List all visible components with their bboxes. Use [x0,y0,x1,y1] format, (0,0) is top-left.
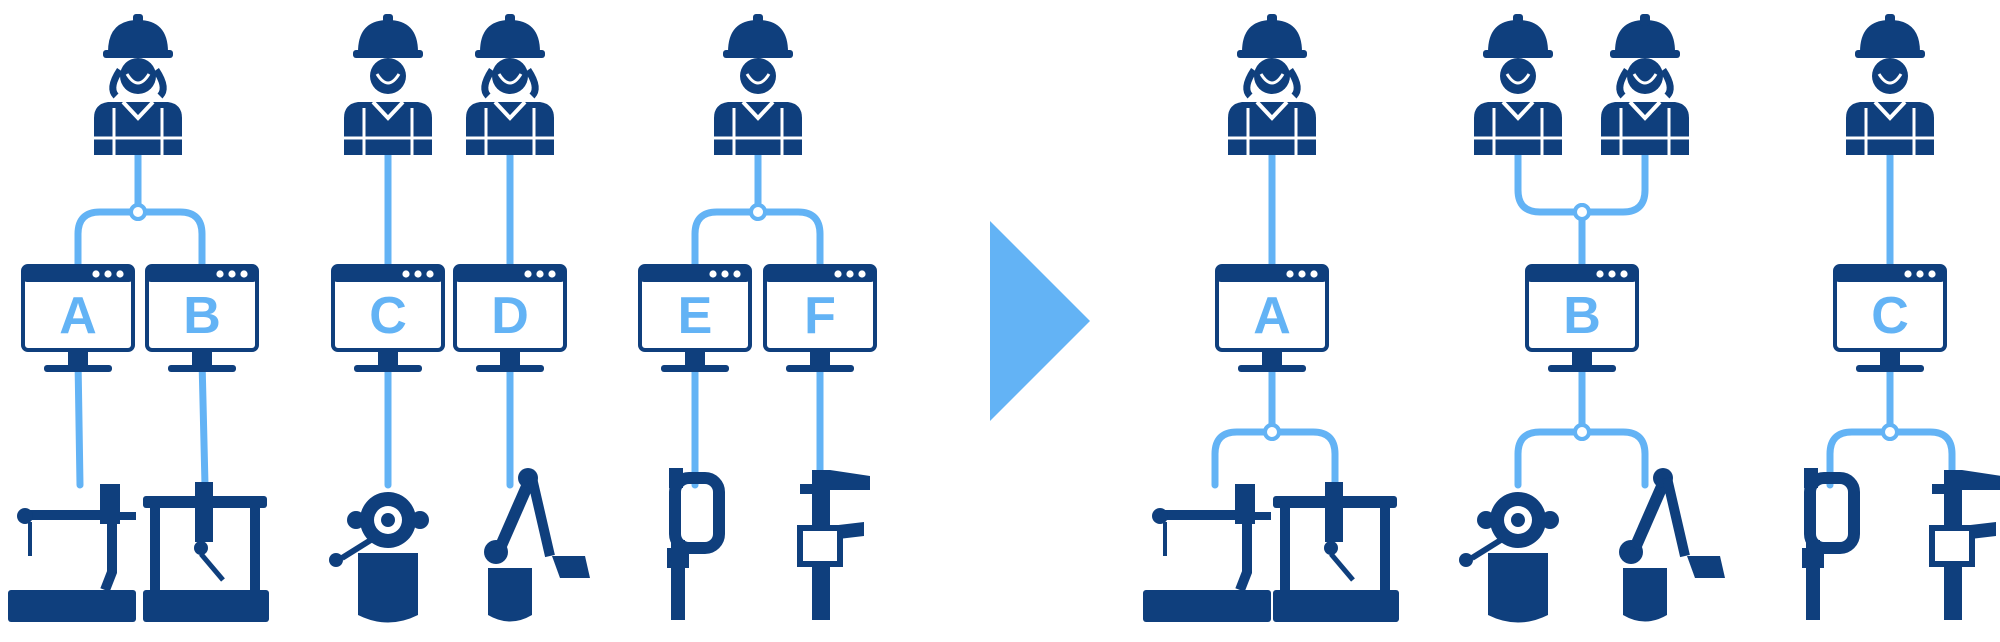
female-worker-hardhat-icon [1228,14,1316,155]
monitor-label: B [1563,287,1601,345]
caliper-icon [1929,470,2000,620]
male-worker-hardhat-icon [1846,14,1934,155]
male-worker-hardhat-icon [714,14,802,155]
robot-icon [329,492,429,623]
male-worker-hardhat-icon [1474,14,1562,155]
monitor-label: F [804,287,836,345]
link-after-w3-mB [1578,146,1649,272]
junction-node [1573,203,1591,221]
press-machine-icon [143,482,269,622]
junction-node [129,203,147,221]
robotic-arm-icon [1619,468,1725,622]
robot-icon [1459,492,1559,623]
monitor-mF-icon: F [763,264,877,372]
junction-node [1573,423,1591,441]
monitor-label: B [183,287,221,345]
link-before-w4-mF [754,146,824,272]
monitor-label: A [59,287,97,345]
micrometer-icon [667,468,725,620]
monitor-mC-icon: C [1833,264,1947,372]
micrometer-icon [1802,468,1860,620]
sewing-machine-icon [8,484,136,622]
caliper-icon [797,470,870,620]
link-before-mA-sewing [74,356,84,489]
right-triangle-arrow-icon [990,221,1090,421]
monitor-label: C [369,287,407,345]
press-machine-icon [1273,482,1399,622]
junction-node [749,203,767,221]
link-after-mB-robot [1514,356,1586,489]
monitor-mB-icon: B [145,264,259,372]
monitor-label: C [1871,287,1909,345]
link-before-w4-mE [691,146,762,272]
monitor-label: D [491,287,529,345]
link-after-mB-arm [1578,356,1649,489]
link-after-mC-micrometer [1826,356,1894,489]
monitor-mE-icon: E [638,264,752,372]
link-before-w1-mB [134,146,206,272]
monitor-mB-icon: B [1525,264,1639,372]
female-worker-hardhat-icon [94,14,182,155]
monitor-mD-icon: D [453,264,567,372]
monitor-mC-icon: C [331,264,445,372]
sewing-machine-icon [1143,484,1271,622]
junction-node [1263,423,1281,441]
monitor-mA-icon: A [21,264,135,372]
male-worker-hardhat-icon [344,14,432,155]
link-before-mB-press [198,356,209,489]
connector-lines [74,146,1956,489]
robotic-arm-icon [484,468,590,622]
link-after-w2-mB [1514,146,1586,272]
junction-node [1881,423,1899,441]
female-worker-hardhat-icon [466,14,554,155]
female-worker-hardhat-icon [1601,14,1689,155]
link-after-mA-press [1268,356,1339,489]
monitor-label: E [678,287,713,345]
link-after-mC-caliper [1886,356,1956,489]
monitor-mA-icon: A [1215,264,1329,372]
monitor-label: A [1253,287,1291,345]
link-after-mA-sewing [1211,356,1276,489]
link-before-w1-mA [74,146,142,272]
